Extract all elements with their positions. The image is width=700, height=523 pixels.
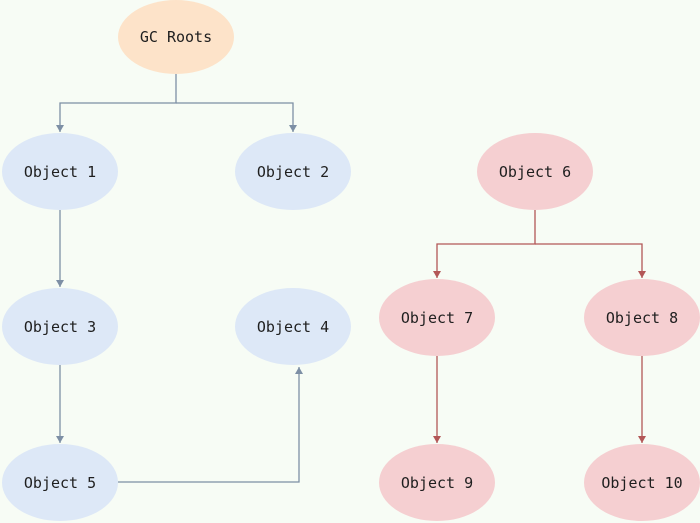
- edge-object6-object8: [535, 243, 643, 278]
- arrow-head-object1: [56, 125, 64, 132]
- arrow-head-object10: [638, 436, 646, 443]
- node-label: Object 6: [498, 162, 572, 181]
- arrow-head-object8: [638, 271, 646, 278]
- node-label: Object 4: [256, 317, 330, 336]
- node-object-8: Object 8: [584, 279, 700, 356]
- node-object-4: Object 4: [235, 288, 351, 365]
- node-label: Object 9: [400, 473, 474, 492]
- node-label: GC Roots: [139, 28, 213, 46]
- node-label: Object 8: [605, 308, 679, 327]
- arrow-head-object7: [433, 271, 441, 278]
- node-object-1: Object 1: [2, 133, 118, 210]
- node-label: Object 2: [256, 162, 330, 181]
- node-object-5: Object 5: [2, 444, 118, 521]
- node-label: Object 1: [23, 162, 97, 181]
- node-object-7: Object 7: [379, 279, 495, 356]
- edge-object6-object7: [436, 210, 536, 278]
- edge-object5-object4: [118, 367, 300, 483]
- node-object-9: Object 9: [379, 444, 495, 521]
- node-label: Object 3: [23, 317, 97, 336]
- arrow-head-object4: [295, 367, 303, 374]
- edge-gcroots-object1: [59, 74, 177, 132]
- arrow-head-object9: [433, 436, 441, 443]
- node-label: Object 5: [23, 473, 97, 492]
- arrow-head-object2: [289, 125, 297, 132]
- node-object-6: Object 6: [477, 133, 593, 210]
- node-object-3: Object 3: [2, 288, 118, 365]
- node-label: Object 7: [400, 308, 474, 327]
- node-object-10: Object 10: [584, 444, 700, 521]
- arrow-head-object5: [56, 436, 64, 443]
- node-object-2: Object 2: [235, 133, 351, 210]
- edge-gcroots-object2: [176, 102, 294, 132]
- arrow-head-object3: [56, 280, 64, 287]
- node-gc-roots: GC Roots: [118, 0, 234, 74]
- node-label: Object 10: [601, 473, 683, 492]
